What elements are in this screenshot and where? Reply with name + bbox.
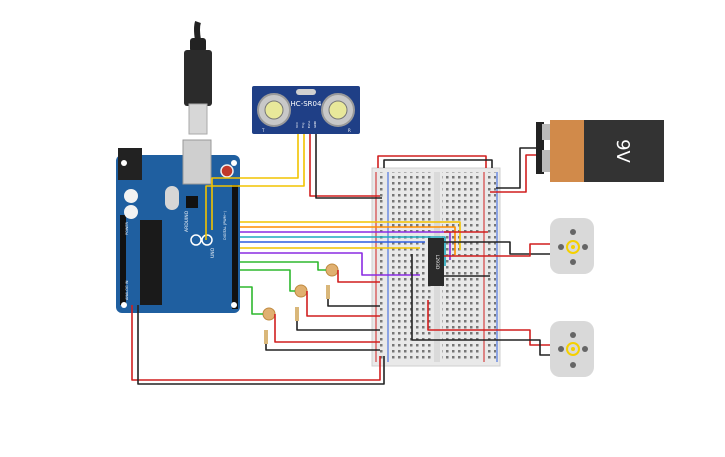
arduino-analog-label: ANALOG IN (125, 280, 129, 300)
ultrasonic-sensor: HC-SR04 VCC Trig Echo GND T R (252, 86, 360, 134)
breadboard (371, 167, 501, 367)
arduino-power-label: POWER (125, 221, 129, 235)
sensor-side-t: T (261, 128, 265, 133)
sensor-pin-gnd: GND (313, 120, 317, 128)
arduino-model: UNO (210, 247, 216, 258)
resistor-icon (264, 285, 330, 344)
sensor-pin-echo: Echo (307, 121, 311, 128)
sensor-pin-trig: Trig (301, 123, 305, 129)
battery-9v: 9V (536, 120, 664, 182)
sensor-pin-vcc: VCC (295, 122, 299, 128)
dc-motor-icon (550, 321, 594, 377)
sensor-side-r: R (348, 128, 351, 133)
infinity-logo-icon (190, 234, 213, 246)
motor-driver-chip: L293D (428, 238, 444, 286)
battery-label: 9V (612, 139, 633, 163)
arduino-board: ARDUINO UNO DIGITAL (PWM~) POWER ANALOG … (116, 139, 240, 313)
dc-motor-icon (550, 218, 594, 274)
sensor-label: HC-SR04 (291, 100, 322, 108)
usb-cable-icon (184, 21, 212, 135)
arduino-brand: ARDUINO (184, 210, 190, 232)
chip-label: L293D (434, 255, 440, 270)
arduino-digital-label: DIGITAL (PWM~) (223, 210, 227, 240)
wires (131, 134, 550, 385)
